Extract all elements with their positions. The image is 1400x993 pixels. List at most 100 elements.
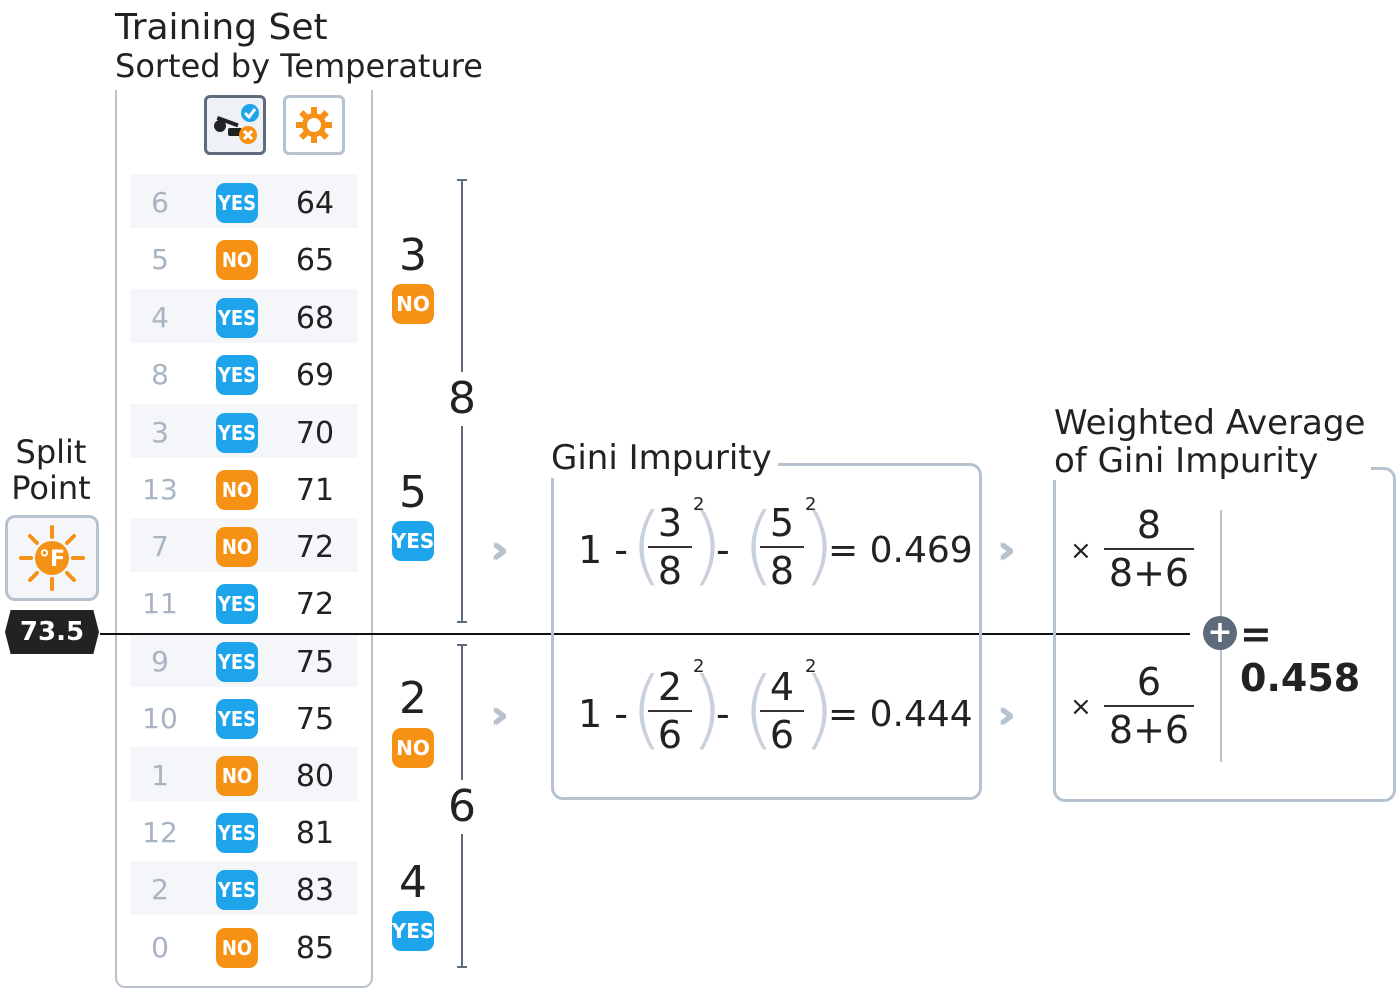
- top-no-badge: NO: [392, 284, 434, 324]
- table-row: 13 NO 71: [130, 461, 358, 515]
- table-row: 6 YES 64: [130, 174, 358, 228]
- gini-impurity-label: Gini Impurity: [545, 438, 778, 478]
- times-sign: ×: [1070, 692, 1092, 722]
- weighted-average-label: Weighted Average of Gini Impurity: [1048, 404, 1372, 480]
- bracket-cap: [457, 966, 467, 968]
- temperature-value: 71: [295, 473, 335, 508]
- exponent: 2: [693, 494, 705, 515]
- bracket-cap: [457, 621, 467, 623]
- temperature-value: 72: [295, 587, 335, 622]
- gini-one-minus: 1 -: [578, 528, 628, 572]
- yes-badge: YES: [216, 413, 258, 453]
- split-line: [100, 633, 1190, 635]
- row-index: 10: [142, 702, 178, 735]
- bottom-yes-count: 4: [391, 857, 435, 908]
- row-index: 1: [151, 759, 169, 792]
- no-badge: NO: [216, 928, 258, 968]
- bracket-cap: [457, 644, 467, 646]
- table-row: 12 YES 81: [130, 804, 358, 858]
- no-badge: NO: [216, 470, 258, 510]
- golf-yes-no-icon: [204, 95, 266, 155]
- top-no-count: 3: [391, 230, 435, 281]
- yes-badge: YES: [216, 870, 258, 910]
- sun-fahrenheit-icon: °F: [5, 515, 99, 601]
- row-index: 0: [151, 931, 169, 964]
- row-index: 3: [151, 416, 169, 449]
- plus-icon: +: [1203, 616, 1237, 650]
- row-index: 2: [151, 873, 169, 906]
- split-point-label: Split Point: [11, 433, 91, 507]
- minus-sign: -: [716, 528, 730, 572]
- paren-left: (: [742, 495, 776, 595]
- table-row: 10 YES 75: [130, 690, 358, 744]
- table-row: 9 YES 75: [130, 633, 358, 687]
- table-row: 1 NO 80: [130, 747, 358, 801]
- table-row: 3 YES 70: [130, 404, 358, 458]
- paren-left: (: [630, 659, 664, 759]
- table-row: 2 YES 83: [130, 861, 358, 915]
- yes-badge: YES: [216, 813, 258, 853]
- double-chevron-right-icon: ››: [997, 527, 1016, 573]
- exponent: 2: [805, 656, 817, 677]
- row-index: 7: [151, 530, 169, 563]
- paren-right: ): [802, 659, 836, 759]
- row-index: 4: [151, 301, 169, 334]
- exponent: 2: [805, 494, 817, 515]
- temperature-value: 68: [295, 301, 335, 336]
- sun-icon: [283, 95, 345, 155]
- bottom-yes-badge: YES: [392, 911, 434, 951]
- top-yes-badge: YES: [392, 521, 434, 561]
- table-row: 4 YES 68: [130, 289, 358, 343]
- exponent: 2: [693, 656, 705, 677]
- row-index: 9: [151, 645, 169, 678]
- paren-right: ): [802, 495, 836, 595]
- no-badge: NO: [216, 527, 258, 567]
- svg-text:°F: °F: [39, 547, 65, 572]
- temperature-value: 64: [295, 186, 335, 221]
- paren-right: ): [690, 659, 724, 759]
- minus-sign: -: [716, 692, 730, 736]
- training-set-subtitle: Sorted by Temperature: [115, 47, 483, 85]
- temperature-value: 72: [295, 530, 335, 565]
- yes-badge: YES: [216, 699, 258, 739]
- no-badge: NO: [216, 756, 258, 796]
- yes-badge: YES: [216, 183, 258, 223]
- temperature-value: 83: [295, 873, 335, 908]
- bottom-total: 6: [442, 780, 482, 834]
- temperature-value: 81: [295, 816, 335, 851]
- paren-left: (: [742, 659, 776, 759]
- temperature-value: 80: [295, 759, 335, 794]
- temperature-value: 65: [295, 243, 335, 278]
- split-point-value: 73.5: [5, 610, 99, 654]
- gini-bottom-result: = 0.444: [828, 694, 973, 735]
- temperature-value: 85: [295, 931, 335, 966]
- table-row: 0 NO 85: [130, 919, 358, 973]
- training-set-frame: [115, 90, 373, 988]
- bracket-cap: [457, 179, 467, 181]
- row-index: 8: [151, 358, 169, 391]
- temperature-value: 75: [295, 702, 335, 737]
- row-index: 6: [151, 186, 169, 219]
- yes-badge: YES: [216, 642, 258, 682]
- no-badge: NO: [216, 240, 258, 280]
- weighted-gini-result: = 0.458: [1240, 612, 1361, 700]
- table-row: 7 NO 72: [130, 518, 358, 572]
- bottom-no-count: 2: [391, 673, 435, 724]
- table-row: 8 YES 69: [130, 346, 358, 400]
- temperature-value: 75: [295, 645, 335, 680]
- paren-right: ): [690, 495, 724, 595]
- double-chevron-right-icon: ››: [997, 692, 1016, 738]
- training-set-title: Training Set: [115, 7, 328, 48]
- temperature-value: 69: [295, 358, 335, 393]
- double-chevron-right-icon: ››: [490, 527, 509, 573]
- yes-badge: YES: [216, 355, 258, 395]
- paren-left: (: [630, 495, 664, 595]
- double-chevron-right-icon: ››: [490, 692, 509, 738]
- bottom-no-badge: NO: [392, 728, 434, 768]
- top-yes-count: 5: [391, 467, 435, 518]
- row-index: 13: [142, 473, 178, 506]
